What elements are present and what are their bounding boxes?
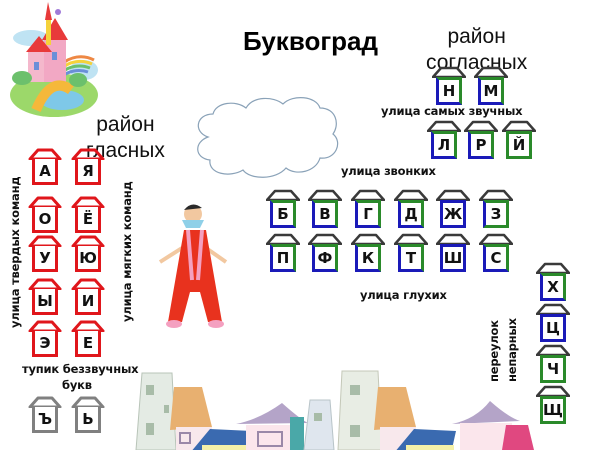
house-vowel-a[interactable]: А	[28, 148, 62, 190]
letter: Й	[506, 131, 532, 159]
house-consonant-j[interactable]: Й	[502, 120, 536, 162]
letter: Ч	[540, 355, 566, 383]
house-vowel-y[interactable]: Ы	[28, 278, 62, 320]
house-consonant-g[interactable]: Г	[351, 189, 385, 231]
house-consonant-m[interactable]: М	[474, 66, 508, 108]
house-consonant-shch[interactable]: Щ	[536, 385, 570, 427]
letter: Щ	[540, 396, 566, 424]
letter: Ъ	[32, 407, 58, 433]
consonant-district-line1: район	[447, 25, 506, 48]
page-title: Буквоград	[243, 26, 379, 56]
letter: О	[32, 207, 58, 233]
letter: Я	[75, 159, 101, 185]
letter: Э	[32, 331, 58, 357]
cloud-shape[interactable]	[188, 92, 343, 182]
letter: Г	[355, 200, 381, 228]
vowel-district-label: район гласных	[86, 112, 165, 164]
letter: С	[483, 244, 509, 272]
house-consonant-s[interactable]: С	[479, 233, 513, 275]
letter: Р	[468, 131, 494, 159]
letter: Ц	[540, 314, 566, 342]
house-vowel-i[interactable]: И	[71, 278, 105, 320]
letter: Н	[436, 77, 462, 105]
house-hard-sign[interactable]: Ъ	[28, 396, 62, 438]
street-voiced-label: улица звонких	[341, 164, 436, 178]
house-vowel-ya[interactable]: Я	[71, 148, 105, 190]
letter: Ь	[75, 407, 101, 433]
letter: А	[32, 159, 58, 185]
letter: Т	[398, 244, 424, 272]
letter: Д	[398, 200, 424, 228]
letter: Ы	[32, 289, 58, 315]
consonant-district-label: район согласных	[426, 24, 527, 76]
house-soft-sign[interactable]: Ь	[71, 396, 105, 438]
letter: Ф	[312, 244, 338, 272]
house-consonant-ch[interactable]: Ч	[536, 344, 570, 386]
house-consonant-sh[interactable]: Ш	[436, 233, 470, 275]
house-vowel-yu[interactable]: Ю	[71, 235, 105, 277]
house-consonant-kh[interactable]: Х	[536, 262, 570, 304]
letter: У	[32, 246, 58, 272]
house-consonant-k[interactable]: К	[351, 233, 385, 275]
house-consonant-t[interactable]: Т	[394, 233, 428, 275]
letter: Б	[270, 200, 296, 228]
house-consonant-d[interactable]: Д	[394, 189, 428, 231]
letter: З	[483, 200, 509, 228]
street-dead-end-label: тупик беззвучных	[22, 362, 139, 376]
letter: Ш	[440, 244, 466, 272]
house-consonant-v[interactable]: В	[308, 189, 342, 231]
house-consonant-l[interactable]: Л	[427, 120, 461, 162]
house-vowel-yo[interactable]: Ё	[71, 196, 105, 238]
letter: Л	[431, 131, 457, 159]
house-consonant-b[interactable]: Б	[266, 189, 300, 231]
house-consonant-z[interactable]: З	[479, 189, 513, 231]
vowel-district-line2: гласных	[86, 139, 165, 162]
house-consonant-r[interactable]: Р	[464, 120, 498, 162]
letter: М	[478, 77, 504, 105]
house-vowel-o[interactable]: О	[28, 196, 62, 238]
house-consonant-zh[interactable]: Ж	[436, 189, 470, 231]
letter: Ё	[75, 207, 101, 233]
street-hard-label: улица твердых команд	[8, 176, 22, 328]
letter: В	[312, 200, 338, 228]
street-voiceless-label: улица глухих	[360, 288, 447, 302]
street-dead-end-label-2: букв	[62, 378, 92, 392]
vowel-district-line1: район	[96, 113, 155, 136]
house-consonant-f[interactable]: Ф	[308, 233, 342, 275]
house-vowel-u[interactable]: У	[28, 235, 62, 277]
house-vowel-e-hard[interactable]: Э	[28, 320, 62, 362]
letter: П	[270, 244, 296, 272]
street-most-voiced-label: улица самых звучных	[381, 104, 523, 118]
house-vowel-ye[interactable]: Е	[71, 320, 105, 362]
letter: Ю	[75, 246, 101, 272]
house-consonant-n[interactable]: Н	[432, 66, 466, 108]
castle-rainbow-illustration	[10, 2, 98, 117]
street-soft-label: улица мягких команд	[120, 181, 134, 322]
town-buildings-illustration	[135, 370, 534, 450]
house-consonant-ts[interactable]: Ц	[536, 303, 570, 345]
letter: Ж	[440, 200, 466, 228]
letter: К	[355, 244, 381, 272]
house-consonant-p[interactable]: П	[266, 233, 300, 275]
letter-a-character-illustration	[158, 204, 228, 328]
letter: И	[75, 289, 101, 315]
letter: Е	[75, 331, 101, 357]
letter: Х	[540, 273, 566, 301]
